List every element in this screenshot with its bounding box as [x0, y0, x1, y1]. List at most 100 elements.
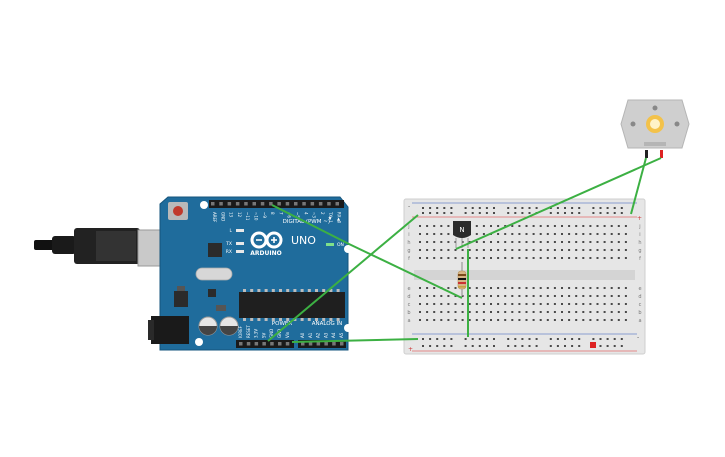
breadboard-hole[interactable] [592, 207, 595, 209]
breadboard-hole[interactable] [440, 319, 443, 321]
digital-pin[interactable] [227, 202, 232, 206]
breadboard-hole[interactable] [624, 249, 627, 251]
breadboard-hole[interactable] [525, 311, 528, 313]
breadboard-hole[interactable] [493, 212, 495, 214]
breadboard-hole[interactable] [553, 225, 556, 227]
breadboard-hole[interactable] [546, 303, 549, 305]
breadboard-hole[interactable] [507, 207, 510, 209]
breadboard-hole[interactable] [475, 233, 478, 235]
breadboard-hole[interactable] [511, 233, 514, 235]
breadboard-hole[interactable] [553, 249, 556, 251]
breadboard-hole[interactable] [546, 241, 549, 243]
breadboard-hole[interactable] [511, 257, 514, 259]
breadboard-hole[interactable] [589, 319, 592, 321]
breadboard-hole[interactable] [539, 295, 542, 297]
breadboard-hole[interactable] [433, 257, 436, 259]
breadboard-hole[interactable] [475, 257, 478, 259]
breadboard-hole[interactable] [546, 287, 549, 289]
breadboard-hole[interactable] [490, 311, 492, 313]
breadboard-hole[interactable] [521, 345, 524, 347]
breadboard-hole[interactable] [599, 338, 602, 340]
breadboard-hole[interactable] [419, 287, 421, 289]
analog-pin[interactable] [324, 342, 328, 346]
breadboard-hole[interactable] [429, 345, 432, 347]
breadboard-hole[interactable] [617, 287, 620, 289]
breadboard-hole[interactable] [497, 249, 500, 251]
breadboard-hole[interactable] [440, 225, 443, 227]
breadboard-hole[interactable] [504, 295, 507, 297]
breadboard-hole[interactable] [546, 249, 549, 251]
breadboard-hole[interactable] [582, 319, 585, 321]
breadboard-hole[interactable] [447, 295, 450, 297]
breadboard-hole[interactable] [419, 241, 421, 243]
breadboard-hole[interactable] [624, 319, 627, 321]
breadboard-hole[interactable] [575, 257, 578, 259]
breadboard-hole[interactable] [497, 241, 500, 243]
breadboard-hole[interactable] [596, 319, 599, 321]
breadboard-hole[interactable] [561, 225, 563, 227]
breadboard-hole[interactable] [610, 233, 613, 235]
breadboard-hole[interactable] [450, 207, 453, 209]
breadboard-hole[interactable] [440, 295, 443, 297]
breadboard-hole[interactable] [478, 212, 481, 214]
breadboard-hole[interactable] [443, 212, 446, 214]
breadboard-hole[interactable] [433, 295, 436, 297]
breadboard-hole[interactable] [589, 241, 592, 243]
breadboard-hole[interactable] [582, 233, 585, 235]
breadboard-hole[interactable] [429, 207, 432, 209]
digital-pin[interactable] [327, 202, 331, 206]
breadboard-hole[interactable] [606, 207, 609, 209]
breadboard-hole[interactable] [518, 303, 521, 305]
breadboard-hole[interactable] [568, 287, 571, 289]
breadboard-hole[interactable] [561, 257, 563, 259]
breadboard-hole[interactable] [433, 303, 436, 305]
breadboard-hole[interactable] [613, 207, 616, 209]
breadboard-hole[interactable] [617, 241, 620, 243]
breadboard-hole[interactable] [549, 345, 552, 347]
breadboard-hole[interactable] [624, 257, 627, 259]
breadboard-hole[interactable] [553, 257, 556, 259]
breadboard-hole[interactable] [610, 295, 613, 297]
breadboard-hole[interactable] [518, 311, 521, 313]
breadboard-hole[interactable] [511, 249, 514, 251]
digital-pin[interactable] [277, 202, 281, 206]
breadboard-hole[interactable] [578, 338, 581, 340]
breadboard-hole[interactable] [490, 287, 492, 289]
analog-pin[interactable] [340, 342, 344, 346]
breadboard-hole[interactable] [528, 345, 531, 347]
breadboard-hole[interactable] [450, 212, 453, 214]
breadboard-hole[interactable] [624, 287, 627, 289]
npn-transistor[interactable]: N [453, 221, 471, 248]
breadboard-hole[interactable] [521, 338, 524, 340]
breadboard-hole[interactable] [419, 319, 421, 321]
breadboard-hole[interactable] [582, 295, 585, 297]
breadboard-hole[interactable] [575, 311, 578, 313]
breadboard-hole[interactable] [461, 303, 464, 305]
breadboard-hole[interactable] [497, 295, 500, 297]
dc-motor[interactable] [620, 99, 690, 158]
breadboard-hole[interactable] [497, 319, 500, 321]
breadboard-hole[interactable] [613, 212, 616, 214]
breadboard-hole[interactable] [532, 249, 535, 251]
breadboard-hole[interactable] [532, 241, 535, 243]
breadboard-hole[interactable] [610, 311, 613, 313]
breadboard-hole[interactable] [471, 338, 474, 340]
breadboard-hole[interactable] [532, 287, 535, 289]
breadboard-hole[interactable] [518, 225, 521, 227]
wire-gnd-to-rail[interactable] [291, 338, 419, 343]
breadboard-hole[interactable] [532, 295, 535, 297]
breadboard-hole[interactable] [546, 233, 549, 235]
breadboard-hole[interactable] [497, 287, 500, 289]
analog-pin[interactable] [316, 342, 321, 346]
breadboard-hole[interactable] [606, 345, 609, 347]
digital-pin[interactable] [244, 202, 248, 206]
breadboard-hole[interactable] [419, 295, 421, 297]
breadboard-hole[interactable] [575, 303, 578, 305]
analog-pin[interactable] [332, 342, 336, 346]
breadboard-hole[interactable] [493, 345, 495, 347]
wire-5v-to-rail[interactable] [267, 214, 419, 342]
breadboard-hole[interactable] [539, 311, 542, 313]
breadboard-hole[interactable] [468, 303, 471, 305]
breadboard-hole[interactable] [482, 241, 485, 243]
breadboard-hole[interactable] [603, 303, 606, 305]
